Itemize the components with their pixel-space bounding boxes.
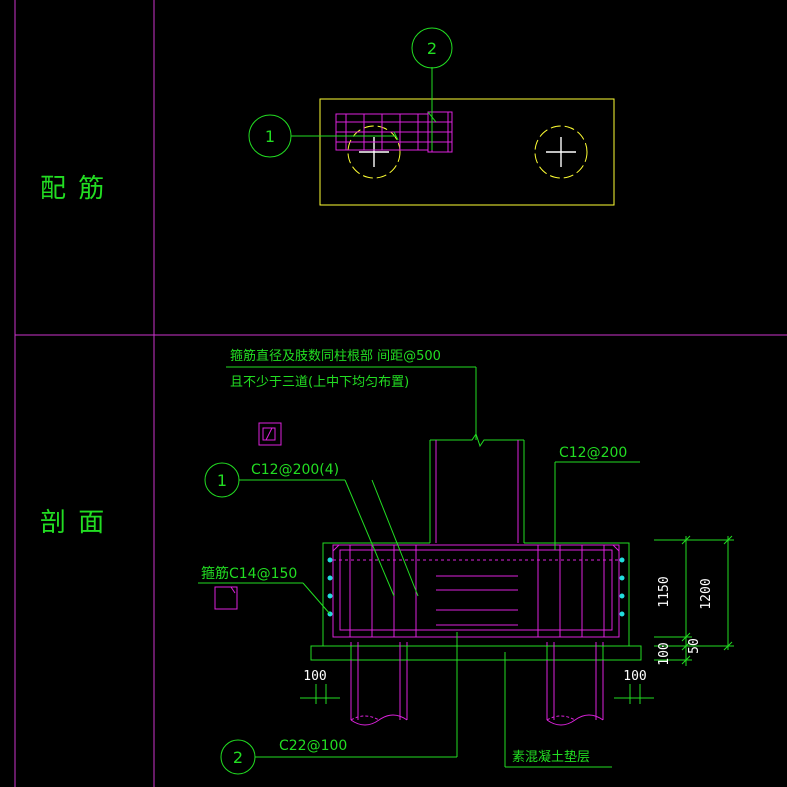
dimension-lines-right	[654, 535, 734, 666]
dim-1200: 1200	[699, 578, 714, 609]
note-bar-2: C22@100	[279, 738, 347, 754]
section-view: 箍筋直径及肢数同柱根部 间距@500 且不少于三道(上中下均匀布置)	[198, 348, 734, 775]
pile-right-plan	[534, 125, 588, 179]
pile-left-plan	[347, 125, 401, 179]
note-stirrup-c14: 箍筋C14@150	[201, 565, 297, 582]
pile-cap-outline	[319, 98, 615, 206]
callout-2-section: 2	[233, 748, 243, 767]
note-stirrup-line2: 且不少于三道(上中下均匀布置)	[230, 375, 409, 390]
dim-50: 50	[687, 638, 702, 654]
callout-circle-1-plan	[248, 114, 292, 158]
callout-circle-2-plan	[411, 27, 453, 69]
note-bar-1: C12@200(4)	[251, 462, 339, 478]
cap-section-outline	[310, 542, 642, 661]
row-label-reinforcement: 配 筋	[40, 174, 106, 204]
dim-100-left-pile: 100	[303, 669, 326, 684]
plan-leaders	[291, 67, 437, 150]
callout-1-section: 1	[217, 471, 227, 490]
callout-1-plan: 1	[265, 127, 275, 146]
pile-left-section	[350, 642, 408, 726]
side-bars-dots	[327, 557, 625, 617]
dim-1150: 1150	[657, 576, 672, 607]
plan-view: 1 2	[248, 27, 615, 206]
row-label-section: 剖 面	[40, 508, 106, 538]
pile-right-section	[546, 642, 604, 726]
note-cushion: 素混凝土垫层	[512, 749, 590, 765]
stirrup-symbol-left	[214, 586, 238, 610]
rebar-cage-section	[332, 544, 620, 638]
dim-100-right: 100	[657, 642, 672, 665]
stirrup-symbol-top	[258, 422, 282, 446]
callout-2-plan: 2	[427, 39, 437, 58]
note-stirrup-line1: 箍筋直径及肢数同柱根部 间距@500	[230, 348, 441, 364]
dimension-lines-piles	[300, 684, 654, 704]
dim-100-right-pile: 100	[623, 669, 646, 684]
pile-outline-lines	[350, 646, 604, 660]
column	[429, 432, 525, 543]
note-bar-side: C12@200	[559, 445, 627, 461]
table-grid	[14, 0, 787, 787]
